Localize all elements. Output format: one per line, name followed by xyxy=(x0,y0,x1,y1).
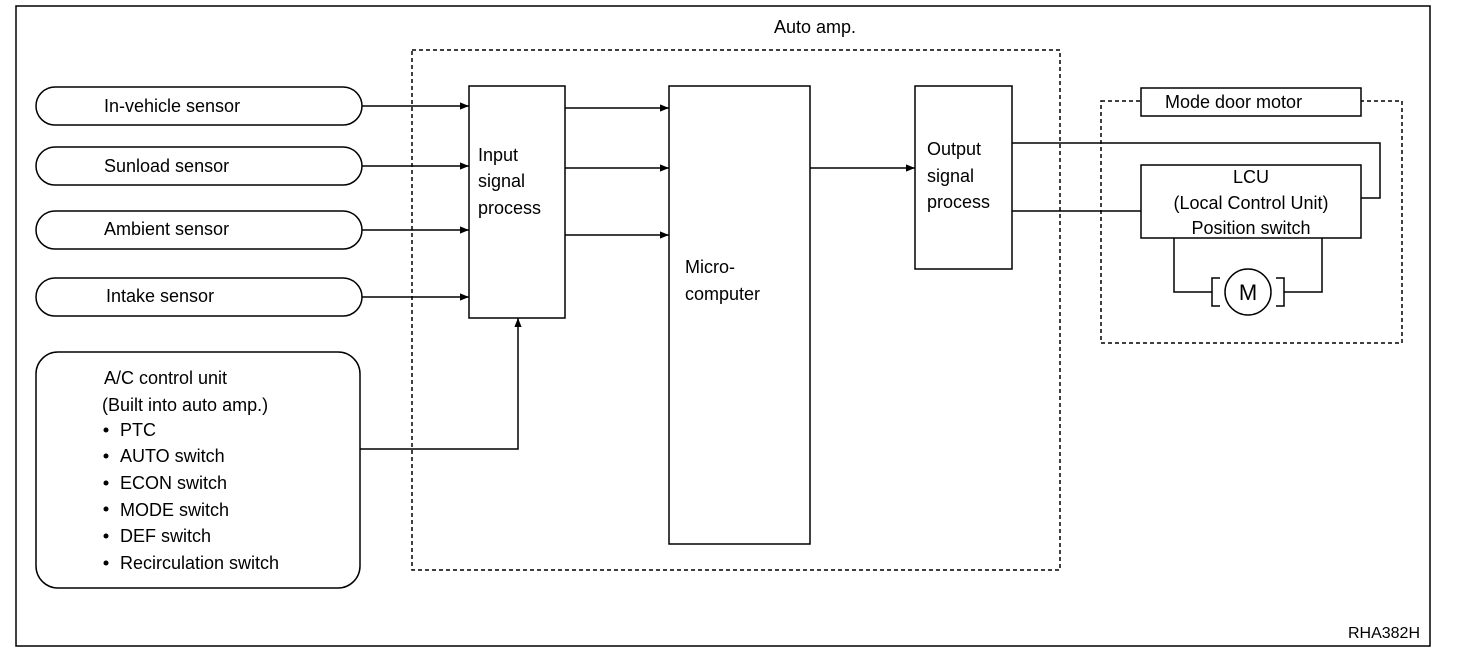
svg-text:Micro-: Micro- xyxy=(685,257,735,277)
svg-text:signal: signal xyxy=(927,166,974,186)
svg-text:MODE switch: MODE switch xyxy=(120,500,229,520)
ac-control-item: Recirculation switch xyxy=(103,553,279,573)
mode-door-motor: Mode door motor LCU (Local Control Unit)… xyxy=(1100,87,1403,344)
microcomputer: Micro- computer xyxy=(668,85,811,545)
auto-amp-label: Auto amp. xyxy=(774,17,856,37)
svg-text:signal: signal xyxy=(478,171,525,191)
svg-text:computer: computer xyxy=(685,284,760,304)
ac-control-item: ECON switch xyxy=(103,473,227,493)
figure-code: RHA382H xyxy=(1348,625,1420,642)
output-signal-process: Output signal process xyxy=(914,85,1013,270)
motor-icon xyxy=(1224,268,1272,316)
sensor-intake: Intake sensor xyxy=(35,277,363,317)
motor-label: M xyxy=(1239,280,1257,305)
sensor-label: In-vehicle sensor xyxy=(104,96,240,116)
mode-door-motor-label-box xyxy=(1140,87,1362,117)
sensor-ambient: Ambient sensor xyxy=(35,210,363,250)
svg-text:Output: Output xyxy=(927,139,981,159)
ac-control-title: A/C control unit xyxy=(104,368,227,388)
svg-text:LCU: LCU xyxy=(1233,167,1269,187)
svg-text:Recirculation switch: Recirculation switch xyxy=(120,553,279,573)
svg-text:PTC: PTC xyxy=(120,420,156,440)
input-signal-process: Input signal process xyxy=(468,85,566,319)
ac-control-item: DEF switch xyxy=(103,526,211,546)
svg-text:Position switch: Position switch xyxy=(1191,218,1310,238)
svg-text:DEF switch: DEF switch xyxy=(120,526,211,546)
mode-door-motor-label: Mode door motor xyxy=(1165,92,1302,112)
svg-text:process: process xyxy=(927,192,990,212)
sensor-sunload: Sunload sensor xyxy=(35,146,363,186)
ac-control-unit: A/C control unit (Built into auto amp.) … xyxy=(35,351,361,589)
figure-frame xyxy=(15,5,1431,647)
lcu-box xyxy=(1140,164,1362,239)
ac-control-item: MODE switch xyxy=(103,500,229,520)
svg-text:Input: Input xyxy=(478,145,518,165)
ac-control-item: AUTO switch xyxy=(103,446,225,466)
sensor-label: Sunload sensor xyxy=(104,156,229,176)
ac-control-subtitle: (Built into auto amp.) xyxy=(102,395,268,415)
svg-text:process: process xyxy=(478,198,541,218)
svg-text:(Local Control Unit): (Local Control Unit) xyxy=(1173,193,1328,213)
svg-text:AUTO switch: AUTO switch xyxy=(120,446,225,466)
auto-amp-container xyxy=(411,49,1061,571)
svg-text:ECON switch: ECON switch xyxy=(120,473,227,493)
signal-lines xyxy=(360,102,1381,450)
sensor-label: Ambient sensor xyxy=(104,219,229,239)
sensor-in-vehicle: In-vehicle sensor xyxy=(35,86,363,126)
sensor-label: Intake sensor xyxy=(106,286,214,306)
ac-control-item: PTC xyxy=(103,420,156,440)
